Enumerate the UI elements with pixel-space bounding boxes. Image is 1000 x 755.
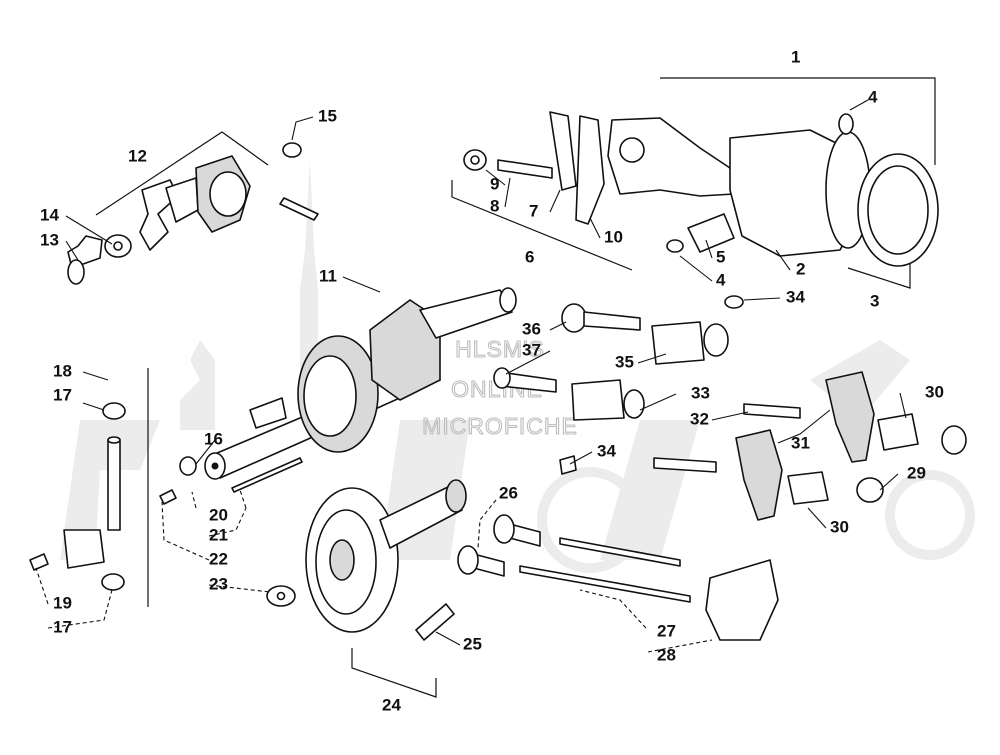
callout-14: 14 (40, 205, 59, 224)
callout-17: 17 (53, 385, 72, 404)
callout-13: 13 (40, 230, 59, 249)
valve-train (493, 303, 967, 521)
callout-2: 2 (796, 259, 805, 278)
callout-15: 15 (318, 106, 337, 125)
callout-22: 22 (209, 549, 228, 568)
callout-25: 25 (463, 634, 482, 653)
callout-6: 6 (525, 247, 534, 266)
callout-35: 35 (615, 352, 634, 371)
callout-18: 18 (53, 361, 72, 380)
watermark-line-1: HLSM'S (455, 336, 545, 362)
callout-16: 16 (204, 429, 223, 448)
camshaft-gear (266, 479, 467, 641)
callout-10: 10 (604, 227, 623, 246)
callout-26: 26 (499, 483, 518, 502)
callout-28: 28 (657, 645, 676, 664)
callout-17b: 17 (53, 617, 72, 636)
watermark-line-3: MICROFICHE (422, 413, 578, 439)
callout-1: 1 (791, 47, 800, 66)
callout-4: 4 (868, 87, 878, 106)
callout-37: 37 (522, 340, 541, 359)
piston-conrod-assembly (463, 111, 939, 309)
callout-5: 5 (716, 247, 725, 266)
lifters-pushrods (457, 514, 779, 641)
callout-34b: 34 (597, 441, 616, 460)
callout-21: 21 (209, 525, 228, 544)
callout-34: 34 (786, 287, 805, 306)
callout-20: 20 (209, 505, 228, 524)
callout-27: 27 (657, 621, 676, 640)
group-brackets (95, 77, 936, 698)
callout-11: 11 (319, 266, 337, 285)
callout-30b: 30 (830, 517, 849, 536)
crankshaft (179, 287, 517, 493)
callout-19: 19 (53, 593, 72, 612)
callout-29: 29 (907, 463, 926, 482)
callout-3: 3 (870, 291, 879, 310)
callout-31: 31 (791, 433, 810, 452)
callout-7: 7 (529, 201, 538, 220)
callout-36: 36 (522, 319, 541, 338)
callout-4b: 4 (716, 270, 726, 289)
leader-lines (35, 99, 907, 653)
callout-24: 24 (382, 695, 401, 714)
callouts: 1 4 15 12 9 8 7 14 10 13 6 5 2 11 4 34 3… (40, 47, 944, 714)
callout-12: 12 (128, 146, 147, 165)
governor-assembly (67, 142, 319, 285)
callout-9: 9 (490, 174, 499, 193)
callout-33: 33 (691, 383, 710, 402)
callout-30: 30 (925, 382, 944, 401)
callout-32: 32 (690, 409, 709, 428)
callout-8: 8 (490, 196, 499, 215)
governor-shaft (29, 402, 177, 591)
callout-23: 23 (209, 574, 228, 593)
